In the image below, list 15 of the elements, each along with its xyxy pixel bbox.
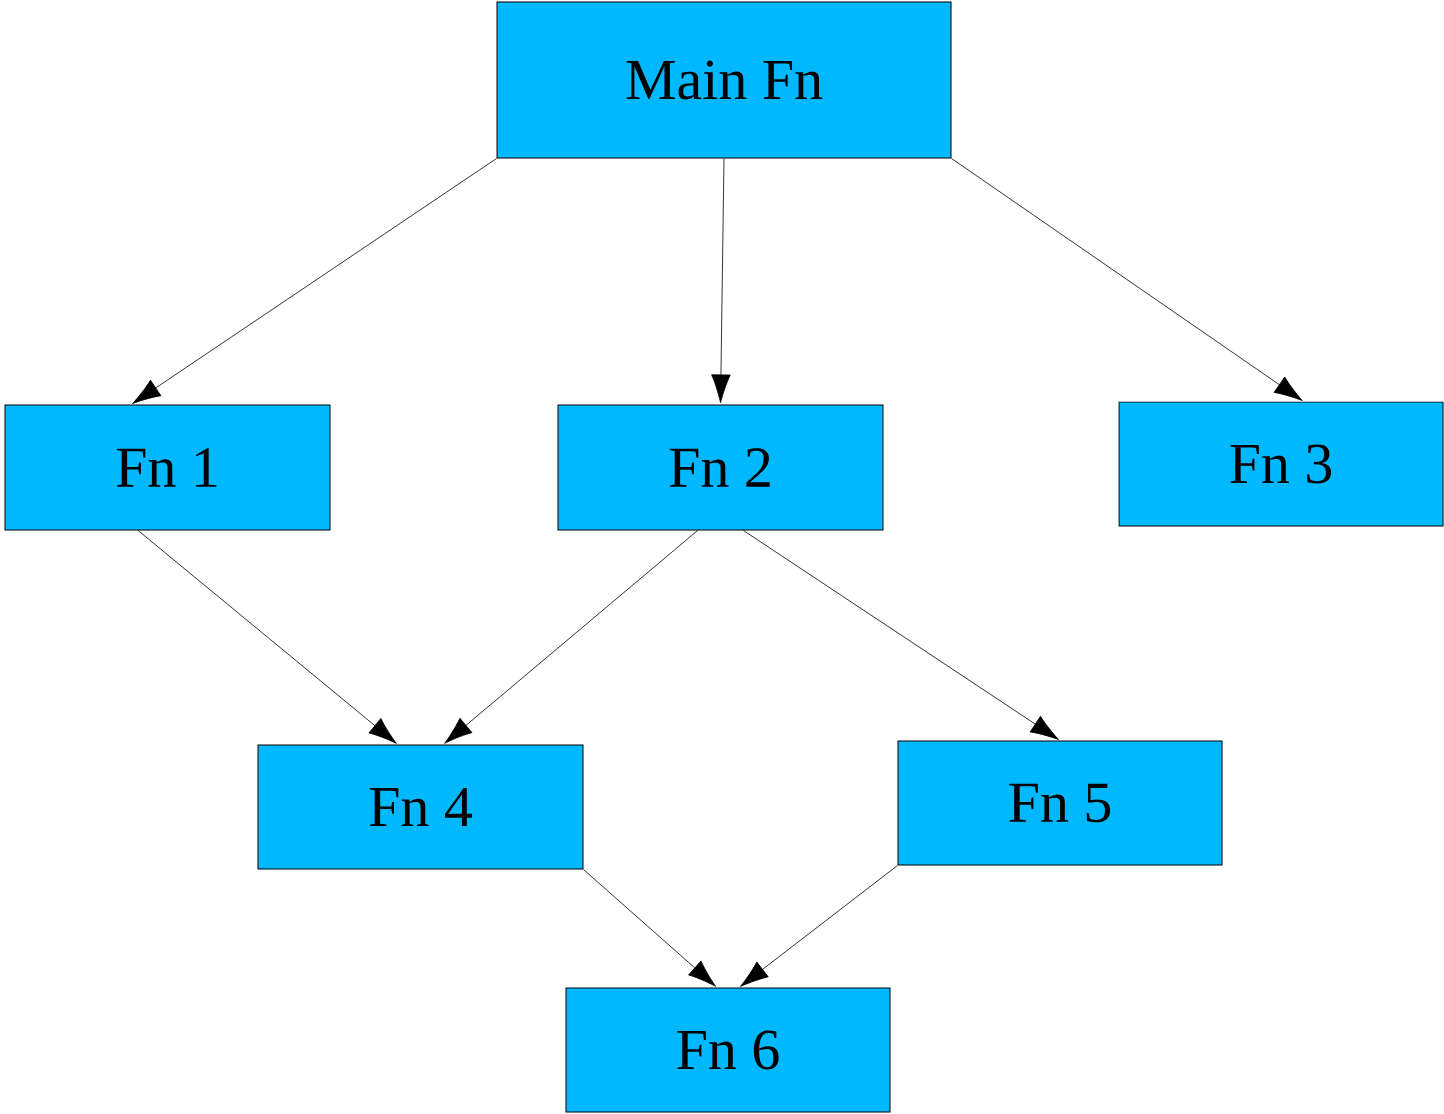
process-box: Fn 5 (897, 740, 1223, 866)
process-box: Main Fn (496, 1, 952, 159)
process-box: Fn 3 (1118, 401, 1444, 527)
arrow (132, 158, 497, 404)
arrow (951, 158, 1303, 401)
arrow (743, 530, 1059, 740)
arrow (137, 530, 397, 744)
arrow (583, 869, 716, 987)
arrow (711, 158, 731, 404)
arrow (444, 530, 698, 744)
process-box: Fn 4 (257, 744, 584, 870)
arrow (740, 865, 898, 987)
process-box: Fn 6 (565, 987, 891, 1113)
process-box: Fn 1 (4, 404, 331, 531)
process-box: Fn 2 (557, 404, 884, 531)
